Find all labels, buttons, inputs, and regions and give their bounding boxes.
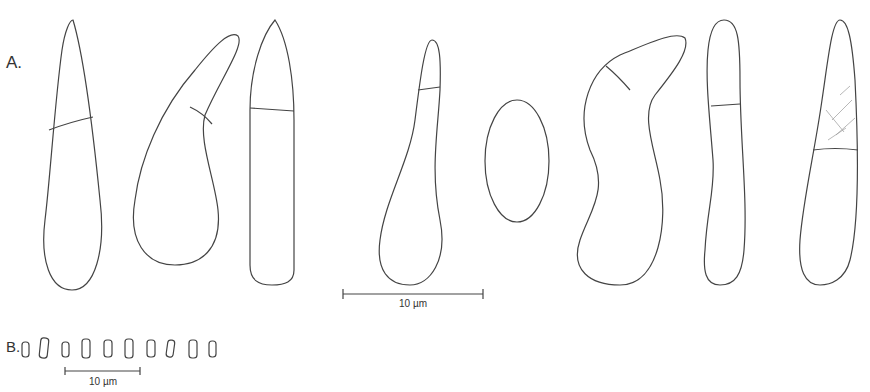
spore-row-a	[44, 20, 858, 290]
spore-outline	[62, 342, 69, 357]
septum	[606, 66, 630, 90]
septum	[49, 117, 93, 130]
panel-letter: A.	[6, 54, 22, 71]
spore-outline	[166, 340, 175, 358]
wall-hatching	[826, 86, 855, 140]
septum	[711, 104, 740, 106]
spore-outline	[189, 340, 197, 358]
scale-bar	[65, 367, 140, 375]
scale-label: 10 µm	[399, 299, 427, 309]
spore-outline	[485, 100, 549, 222]
septum	[190, 107, 212, 124]
septum	[418, 87, 440, 90]
scale-bar	[343, 289, 483, 299]
spore-outline	[209, 341, 216, 357]
spore-outline	[125, 339, 133, 358]
panel-letter: B.	[6, 339, 20, 354]
spore-outline	[577, 36, 686, 285]
spore-row-b	[22, 338, 216, 359]
spore-outline	[39, 338, 49, 359]
spore-outline	[250, 20, 294, 285]
spore-outline	[147, 340, 155, 357]
spore-outline	[104, 340, 112, 357]
spore-outline	[82, 339, 90, 358]
spore-outline	[22, 342, 29, 357]
spore-outline	[800, 20, 858, 285]
septum	[813, 149, 858, 151]
spore-outline	[44, 20, 102, 290]
spore-outline	[379, 40, 442, 285]
spore-outline	[704, 20, 745, 285]
septum	[250, 108, 294, 111]
spore-outline	[133, 35, 239, 265]
scale-label: 10 µm	[89, 377, 117, 387]
